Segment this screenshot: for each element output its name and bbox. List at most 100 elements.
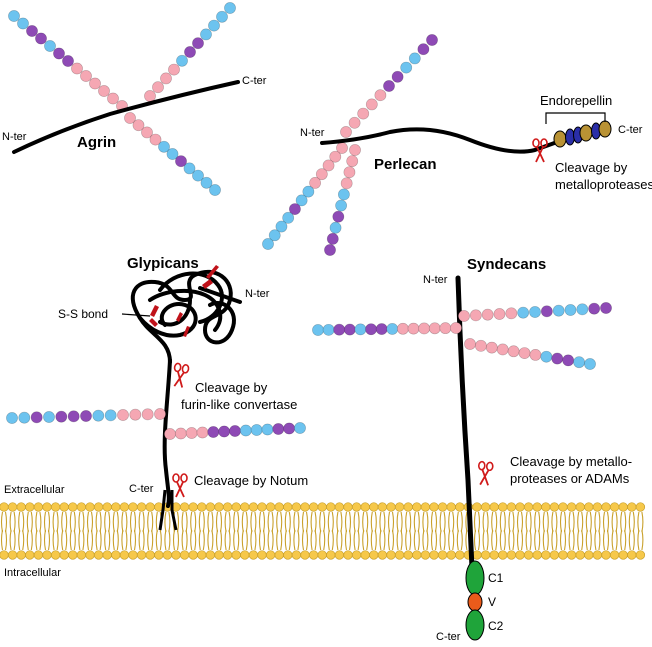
endorepellin-bracket bbox=[545, 112, 606, 124]
agrin-gag-chains bbox=[8, 2, 236, 196]
gag-bead bbox=[315, 168, 328, 181]
gag-bead bbox=[185, 427, 198, 439]
glypican-gpi-anchor bbox=[158, 489, 178, 531]
gag-bead bbox=[207, 426, 220, 438]
gag-bead bbox=[192, 169, 204, 182]
gag-bead bbox=[200, 28, 212, 41]
gag-bead bbox=[8, 10, 20, 22]
gag-bead bbox=[391, 70, 404, 83]
gag-bead bbox=[343, 323, 356, 336]
gag-bead bbox=[141, 408, 154, 421]
gag-bead bbox=[35, 32, 47, 45]
gag-bead bbox=[92, 409, 105, 422]
gag-bead bbox=[302, 185, 315, 198]
gag-bead bbox=[104, 409, 117, 422]
scissors-icon bbox=[477, 460, 494, 486]
gag-bead bbox=[289, 203, 301, 215]
syndecan-group: Syndecans N-ter Cleavage by metallo- pro… bbox=[312, 256, 632, 643]
ss-bond-markers bbox=[149, 265, 219, 337]
gag-bead bbox=[262, 238, 274, 250]
gag-bead bbox=[250, 424, 263, 436]
gag-bead bbox=[407, 322, 420, 335]
gag-bead bbox=[349, 144, 361, 156]
gag-bead bbox=[529, 349, 542, 361]
gag-bead bbox=[408, 52, 421, 65]
agrin-n-ter-label: N-ter bbox=[2, 131, 27, 143]
gag-bead bbox=[55, 410, 68, 423]
gag-bead bbox=[209, 184, 221, 196]
gag-bead bbox=[67, 410, 80, 423]
gag-bead bbox=[333, 323, 346, 336]
intracellular-label: Intracellular bbox=[4, 567, 61, 579]
perlecan-group: Endorepellin N-ter C-ter Perlecan Cleava… bbox=[262, 34, 652, 256]
gag-bead bbox=[158, 140, 170, 153]
gag-bead bbox=[184, 46, 196, 58]
gag-bead bbox=[149, 133, 162, 146]
gag-bead bbox=[183, 162, 196, 175]
gag-bead bbox=[485, 341, 498, 354]
gag-bead bbox=[418, 322, 431, 335]
gag-bead bbox=[458, 310, 470, 322]
gag-bead bbox=[98, 85, 110, 97]
gag-bead bbox=[348, 116, 361, 129]
gag-bead bbox=[450, 322, 462, 334]
gag-bead bbox=[124, 112, 136, 124]
syndecans-c-ter-label: C-ter bbox=[436, 631, 461, 643]
perlecan-title: Perlecan bbox=[374, 156, 437, 173]
gag-bead bbox=[80, 70, 92, 82]
gag-bead bbox=[53, 47, 65, 60]
gag-bead bbox=[329, 150, 342, 163]
gag-bead bbox=[166, 148, 179, 160]
syndecan-gag-chains bbox=[312, 302, 612, 370]
ss-bond-label: S-S bond bbox=[58, 307, 108, 321]
gag-bead bbox=[89, 77, 101, 90]
gag-bead bbox=[107, 92, 119, 105]
syndecans-title: Syndecans bbox=[467, 256, 546, 273]
syndecan-c2-label: C2 bbox=[488, 619, 504, 633]
gag-bead bbox=[517, 306, 530, 319]
gag-bead bbox=[268, 229, 281, 242]
gag-bead bbox=[552, 304, 565, 317]
gag-bead bbox=[200, 176, 213, 189]
scissors-icon bbox=[173, 362, 190, 388]
gag-bead bbox=[309, 177, 321, 189]
ss-bond-pointer bbox=[121, 313, 151, 317]
gag-bead bbox=[564, 304, 577, 316]
furin-cleavage-label-2: furin-like convertase bbox=[181, 397, 297, 412]
gag-bead bbox=[272, 423, 285, 435]
plasma-membrane bbox=[0, 502, 646, 560]
gag-bead bbox=[71, 62, 83, 75]
gag-bead bbox=[357, 107, 370, 120]
syndecan-c1-label: C1 bbox=[488, 571, 504, 585]
gag-bead bbox=[464, 338, 476, 350]
gag-bead bbox=[428, 322, 441, 335]
endorepellin-label: Endorepellin bbox=[540, 93, 612, 108]
gag-bead bbox=[329, 221, 342, 234]
syndecan-c2-domain bbox=[465, 609, 485, 641]
gag-bead bbox=[160, 72, 172, 85]
gag-bead bbox=[229, 425, 241, 437]
gag-bead bbox=[6, 412, 18, 424]
gag-bead bbox=[154, 408, 166, 420]
syndecan-cleavage-label-1: Cleavage by metallo- bbox=[510, 454, 632, 469]
perlecan-cleavage-label-1: Cleavage by bbox=[555, 160, 628, 175]
perlecan-c-ter-label: C-ter bbox=[618, 124, 643, 136]
glypican-group: Glypicans S-S bond N-ter Cleavage by fur bbox=[6, 255, 308, 531]
gag-bead bbox=[493, 308, 506, 320]
gag-bead bbox=[44, 40, 56, 52]
syndecan-core-protein bbox=[455, 275, 475, 571]
agrin-title: Agrin bbox=[77, 134, 116, 151]
gag-bead bbox=[324, 244, 336, 256]
gag-bead bbox=[168, 63, 180, 76]
gag-bead bbox=[417, 43, 430, 56]
syndecans-n-ter-label: N-ter bbox=[423, 274, 448, 286]
glypican-core-protein-stalk bbox=[162, 358, 172, 508]
syndecan-cleavage-label-2: proteases or ADAMs bbox=[510, 471, 630, 486]
gag-bead bbox=[335, 199, 348, 212]
gag-bead bbox=[340, 177, 353, 190]
gag-bead bbox=[208, 19, 220, 32]
gag-bead bbox=[216, 10, 228, 23]
gag-bead bbox=[283, 422, 296, 435]
gag-bead bbox=[332, 210, 345, 223]
